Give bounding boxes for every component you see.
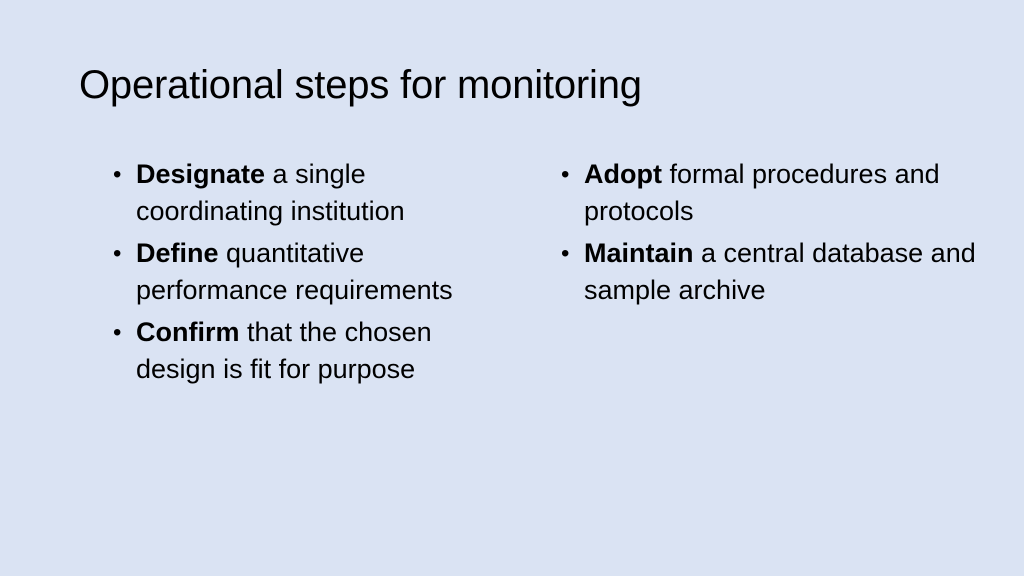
bullet-text: a central database and sample archive (584, 238, 976, 305)
right-column: • Adopt formal procedures and protocols … (561, 156, 981, 314)
bullet-item: • Designate a single coordinating instit… (113, 156, 513, 230)
bullet-keyword: Define (136, 238, 219, 268)
bullet-item: • Adopt formal procedures and protocols (561, 156, 981, 230)
bullet-dot-icon: • (113, 161, 122, 188)
bullet-keyword: Maintain (584, 238, 694, 268)
bullet-dot-icon: • (561, 161, 570, 188)
bullet-text: that the chosen design is fit for purpos… (136, 317, 432, 384)
bullet-keyword: Confirm (136, 317, 240, 347)
bullet-item: • Define quantitative performance requir… (113, 235, 513, 309)
bullet-keyword: Designate (136, 159, 266, 189)
bullet-keyword: Adopt (584, 159, 662, 189)
bullet-dot-icon: • (113, 319, 122, 346)
bullet-text: quantitative performance requirements (136, 238, 453, 305)
bullet-dot-icon: • (113, 240, 122, 267)
bullet-text: formal procedures and protocols (584, 159, 940, 226)
left-bullet-list: • Designate a single coordinating instit… (113, 156, 513, 388)
slide-title: Operational steps for monitoring (79, 63, 642, 107)
right-bullet-list: • Adopt formal procedures and protocols … (561, 156, 981, 309)
bullet-dot-icon: • (561, 240, 570, 267)
left-column: • Designate a single coordinating instit… (113, 156, 513, 393)
bullet-text: a single coordinating institution (136, 159, 405, 226)
bullet-item: • Confirm that the chosen design is fit … (113, 314, 513, 388)
bullet-item: • Maintain a central database and sample… (561, 235, 981, 309)
